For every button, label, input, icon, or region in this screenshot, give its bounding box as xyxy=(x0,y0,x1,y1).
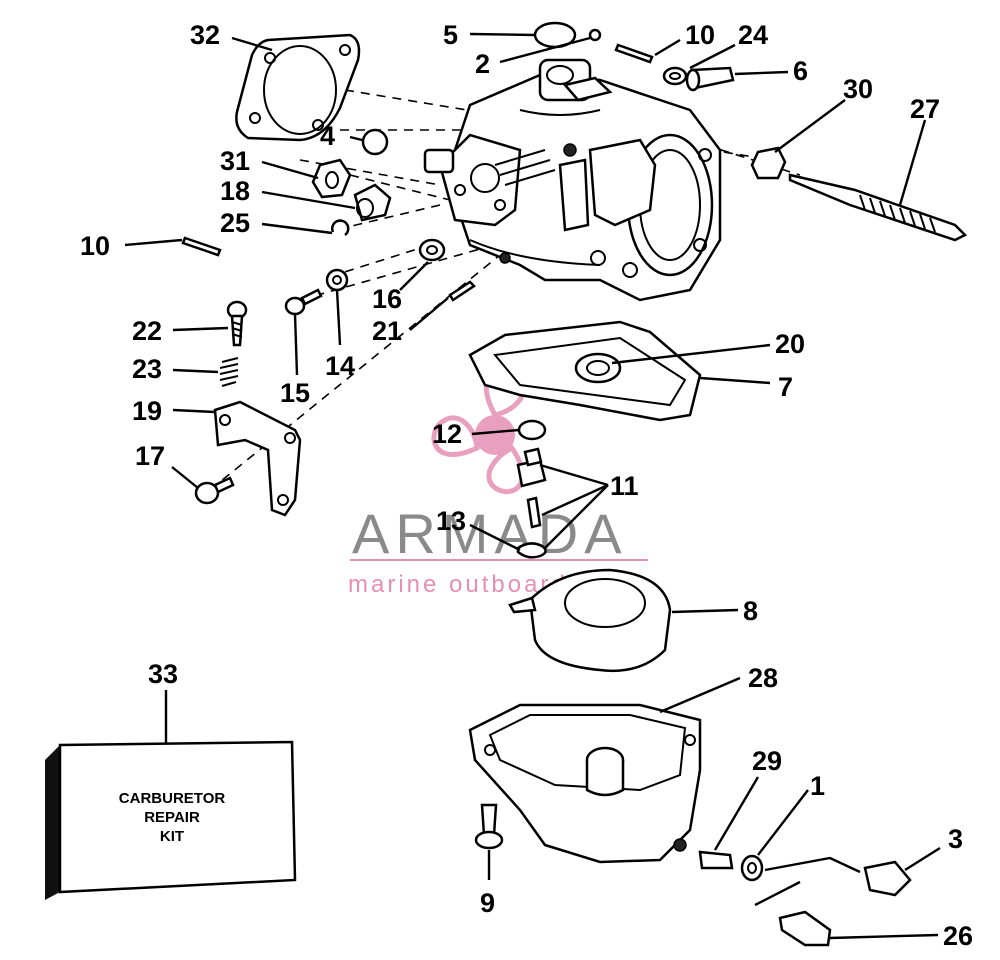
label-25: 25 xyxy=(220,208,250,238)
label-27: 27 xyxy=(910,94,940,124)
label-21: 21 xyxy=(372,316,402,346)
label-12: 12 xyxy=(432,419,462,449)
label-23: 23 xyxy=(132,354,162,384)
label-11: 11 xyxy=(610,471,639,501)
part-26-fitting xyxy=(778,910,832,947)
part-10-pin-top xyxy=(614,43,654,64)
label-18: 18 xyxy=(220,176,250,206)
bracket-line-upper xyxy=(764,856,861,874)
part-17-screw xyxy=(194,476,235,505)
carburetor-body xyxy=(423,58,722,302)
label-7: 7 xyxy=(778,372,793,402)
label-29: 29 xyxy=(752,746,782,776)
part-22-screw xyxy=(226,300,248,347)
part-14-washer xyxy=(325,268,349,292)
part-31-nut xyxy=(311,158,352,199)
label-13: 13 xyxy=(436,506,466,536)
part-4-ball xyxy=(361,128,389,156)
label-16: 16 xyxy=(372,284,402,314)
part-32-flange-gasket xyxy=(235,33,361,142)
part-20-washer xyxy=(574,352,622,384)
part-8-float xyxy=(508,568,672,672)
part-23-spring xyxy=(219,357,239,387)
label-2: 2 xyxy=(475,49,490,79)
label-32: 32 xyxy=(190,20,220,50)
label-9: 9 xyxy=(480,888,495,918)
label-3: 3 xyxy=(948,824,963,854)
part-24-washer xyxy=(662,66,688,86)
label-31: 31 xyxy=(220,146,250,176)
label-22: 22 xyxy=(132,316,162,346)
label-6: 6 xyxy=(793,56,808,86)
part-3-screw xyxy=(863,860,912,897)
label-26: 26 xyxy=(943,921,973,951)
part-9-screw xyxy=(474,803,504,850)
leader-lines xyxy=(124,32,941,940)
watermark-brand: ARMADA xyxy=(352,502,628,565)
label-19: 19 xyxy=(132,396,162,426)
label-28: 28 xyxy=(748,663,778,693)
part-30-nut xyxy=(750,146,787,180)
label-5: 5 xyxy=(443,20,458,50)
part-12-gasket xyxy=(517,419,547,441)
part-15-screw xyxy=(284,288,323,316)
part-16-washer xyxy=(418,238,446,262)
part-13-clip xyxy=(516,542,547,559)
part-33-repair-kit: CARBURETOR REPAIR KIT xyxy=(45,740,297,900)
label-10-top: 10 xyxy=(685,20,715,50)
part-10-pin-left xyxy=(181,236,222,257)
label-10-left: 10 xyxy=(80,231,110,261)
label-20: 20 xyxy=(775,329,805,359)
part-25-clip xyxy=(331,219,350,237)
bracket-line-lower xyxy=(754,880,801,907)
label-15: 15 xyxy=(280,378,310,408)
part-19-bracket xyxy=(213,400,302,517)
part-1-washer xyxy=(740,854,764,882)
part-28-float-bowl xyxy=(468,703,702,864)
label-8: 8 xyxy=(743,596,758,626)
part-6-screw xyxy=(685,66,735,92)
kit-line-3: KIT xyxy=(160,828,184,845)
part-11-needle-seat xyxy=(516,447,547,529)
label-4: 4 xyxy=(320,121,335,151)
label-30: 30 xyxy=(843,74,873,104)
kit-line-1: CARBURETOR xyxy=(119,790,226,807)
part-29-plug xyxy=(698,850,734,870)
label-1: 1 xyxy=(810,771,825,801)
part-27-needle xyxy=(788,173,968,242)
label-33: 33 xyxy=(148,659,178,689)
callout-labels: 32 5 2 10 24 6 30 27 4 31 18 25 10 16 21… xyxy=(80,20,973,951)
part-2-ball xyxy=(588,28,602,42)
label-24: 24 xyxy=(738,20,768,50)
part-21-pin xyxy=(448,280,476,302)
part-18-bushing xyxy=(353,183,392,222)
label-17: 17 xyxy=(135,441,165,471)
kit-line-2: REPAIR xyxy=(144,809,200,826)
label-14: 14 xyxy=(325,351,355,381)
